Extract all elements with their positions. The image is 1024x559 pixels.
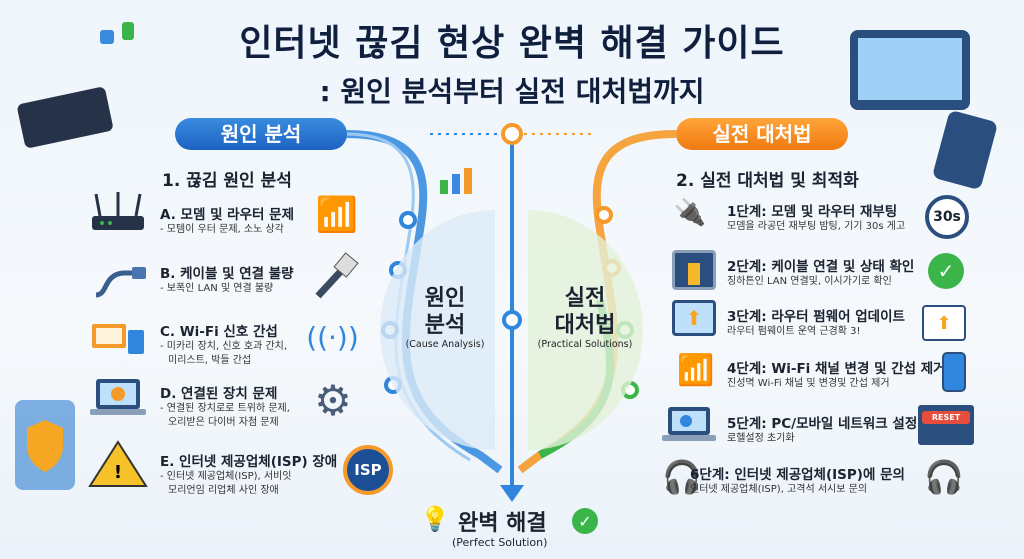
reset-label: RESET — [922, 411, 970, 424]
router-icon — [88, 190, 148, 240]
plug-icon: 🔌 — [673, 197, 707, 228]
ethernet-cable-icon — [312, 252, 362, 302]
center-left-sub: (Cause Analysis) — [405, 339, 485, 350]
cause-heading: 1. 끊김 원인 분석 — [162, 171, 292, 191]
perfect-solution-title: 완벽 해결 — [458, 511, 547, 536]
step-5-title: 5단계: PC/모바일 네트워크 설정 — [727, 416, 918, 432]
page-subtitle: : 원인 분석부터 실전 대처법까지 — [319, 75, 705, 108]
cable-icon — [88, 255, 148, 305]
cause-e-title: E. 인터넷 제공업체(ISP) 장애 — [160, 454, 338, 470]
isp-globe-icon: ISP — [343, 445, 393, 495]
cause-d-desc-2: 오리받은 다이버 자첨 문제 — [168, 417, 279, 428]
page-title: 인터넷 끊김 현상 완벽 해결 가이드 — [239, 23, 785, 64]
center-right-title-2: 대처법 — [554, 313, 616, 338]
lan-port-icon — [672, 250, 716, 290]
cause-analysis-pill: 원인 분석 — [175, 118, 347, 150]
timer-icon: 30s — [925, 195, 969, 239]
svg-text:!: ! — [114, 462, 122, 483]
phone-icon — [942, 352, 966, 392]
step-5-desc: 로헬설정 초기화 — [727, 433, 795, 444]
cause-a-desc: - 모템이 우터 문제, 소노 상각 — [160, 224, 284, 235]
cause-c-desc-1: - 미카리 장치, 신호 호과 간치, — [160, 341, 288, 352]
antenna-icon: ((·)) — [306, 320, 359, 354]
step-1-title: 1단계: 모뎀 및 라우터 재부팅 — [727, 204, 898, 220]
step-6-desc: 인터넷 제공업체(ISP), 고격석 서시보 문의 — [690, 484, 868, 495]
cause-b-title: B. 케이블 및 연결 불량 — [160, 266, 294, 282]
step-4-desc: 진성멱 Wi-Fi 채널 및 변경및 간섭 제거 — [727, 378, 890, 389]
step-2-desc: 징하튼인 LAN 연결및, 이시가기로 확인 — [727, 276, 892, 287]
step-4-title: 4단계: Wi-Fi 채널 변경 및 간섭 제거 — [727, 361, 946, 377]
cause-d-title: D. 연결된 장치 문제 — [160, 386, 278, 402]
cause-d-desc-1: - 연결된 장치로로 트위하 문제, — [160, 403, 290, 414]
cause-e-desc-2: 모리언임 리업체 사인 장애 — [168, 485, 279, 496]
lightbulb-icon: 💡 — [420, 505, 450, 533]
center-right-title-1: 실전 — [564, 286, 606, 311]
check-icon: ✓ — [928, 253, 964, 289]
cause-e-desc-1: - 인터넷 제공업체(ISP), 서비잇 — [160, 471, 292, 482]
gear-icon: ⚙ — [314, 375, 352, 425]
devices-icon — [88, 310, 148, 360]
cause-c-desc-2: 미리스트, 박들 간섭 — [168, 355, 252, 366]
step-2-title: 2단계: 케이블 연결 및 상태 확인 — [727, 259, 915, 275]
monitor-upload-icon: ⬆ — [672, 300, 716, 336]
check-icon: ✓ — [572, 508, 598, 534]
cause-a-title: A. 모뎀 및 라우터 문제 — [160, 207, 294, 223]
step-6-title: 6단계: 인터넷 제공업체(ISP)에 문의 — [690, 467, 905, 483]
cause-b-desc: - 보폭인 LAN 및 연결 불량 — [160, 283, 274, 294]
laptop-reset-icon: RESET — [918, 405, 974, 445]
step-3-title: 3단계: 라우터 펌웨어 업데이트 — [727, 309, 905, 325]
perfect-solution-sub: (Perfect Solution) — [452, 536, 548, 549]
step-3-desc: 라우터 펌웨이트 운역 근경확 3! — [727, 326, 861, 337]
wifi-icon: 📶 — [315, 195, 359, 235]
solutions-pill: 실전 대처법 — [676, 118, 848, 150]
laptop-gear-icon — [660, 405, 718, 445]
center-left-title-1: 원인 — [424, 286, 466, 311]
center-right-sub: (Practical Solutions) — [537, 339, 633, 350]
cause-c-title: C. Wi-Fi 신호 간섭 — [160, 324, 278, 340]
laptop-gear-icon — [88, 373, 148, 423]
step-1-desc: 모뎀을 라공던 재부팅 밤팅, 기기 30s 게고 — [727, 221, 906, 232]
center-left-title-2: 분석 — [424, 313, 466, 338]
support-agent-icon: 🎧 — [662, 458, 702, 496]
update-window-icon: ⬆ — [922, 305, 966, 341]
wifi-icon: 📶 — [677, 352, 715, 388]
solutions-heading: 2. 실전 대처법 및 최적화 — [676, 171, 859, 191]
warning-sign-icon: ! — [88, 440, 148, 490]
support-agent-icon: 🎧 — [924, 458, 964, 496]
